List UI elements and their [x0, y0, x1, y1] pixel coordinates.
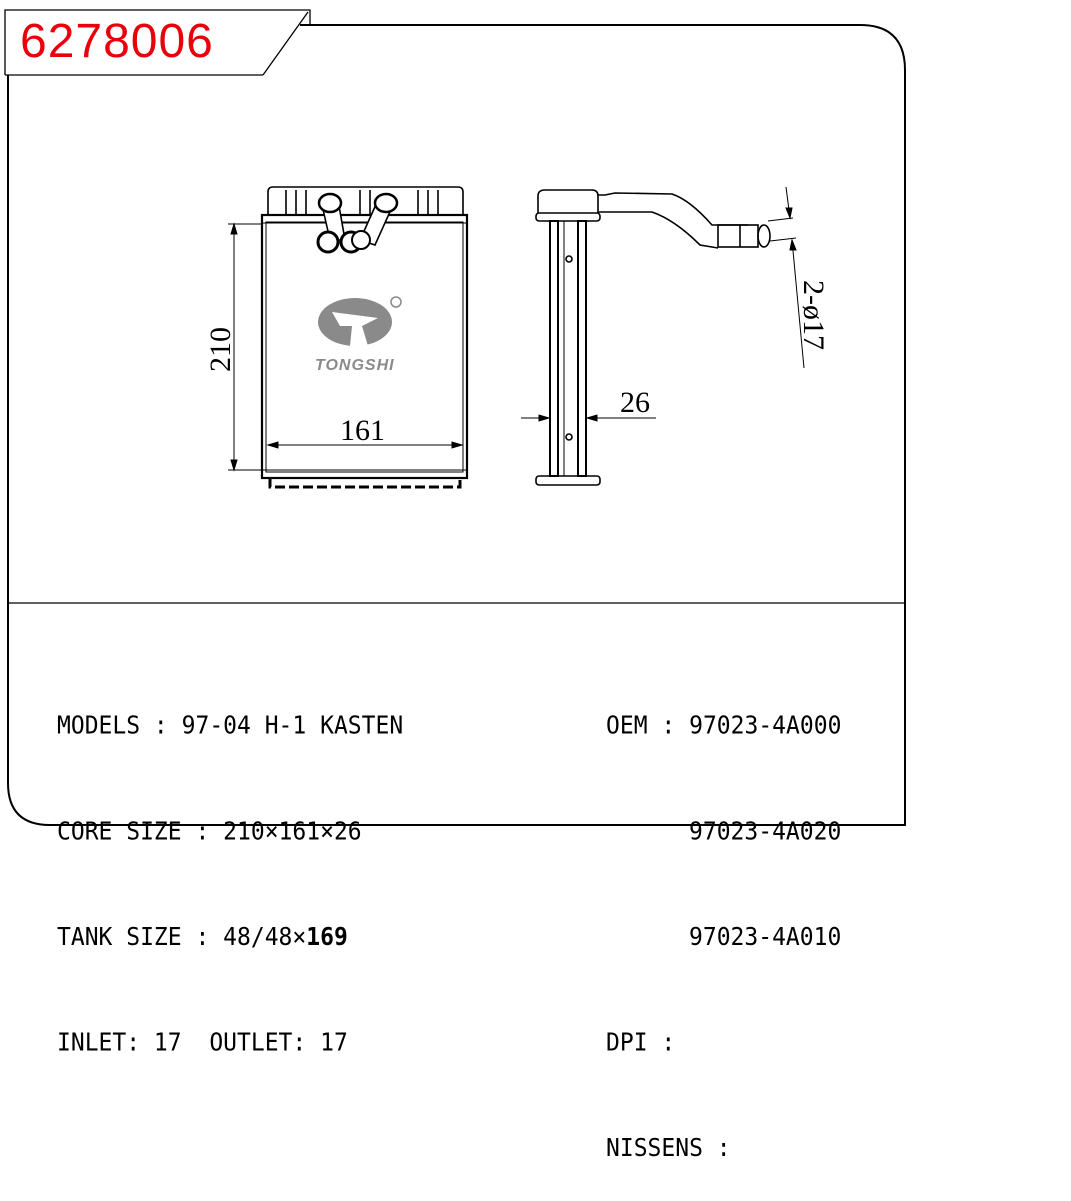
dimension-width-label: 161	[340, 414, 385, 447]
part-number: 6278006	[20, 15, 214, 68]
front-view	[260, 186, 469, 489]
tank-size-value: 48/48×	[223, 922, 307, 952]
dimension-depth-label: 26	[620, 386, 650, 419]
oem-number: 97023-4A010	[689, 922, 842, 952]
inlet-outlet-row: INLET: 17 OUTLET: 17	[57, 1028, 348, 1058]
specs-block: MODELS : 97-04 H-1 KASTEN CORE SIZE : 21…	[57, 638, 403, 1096]
drawing-frame: 210 161 26 2-ø17	[4, 9, 906, 826]
nissens-row: NISSENS :	[606, 1134, 731, 1163]
dimension-depth	[521, 414, 656, 422]
dimension-height	[228, 222, 262, 472]
core-size-value: 210×161×26	[223, 817, 362, 846]
models-row: MODELS : 97-04 H-1 KASTEN	[57, 708, 403, 743]
title-box	[4, 9, 311, 76]
oem-number: 97023-4A000	[689, 711, 842, 741]
core-size-label: CORE SIZE :	[57, 817, 224, 846]
brand-name: TONGSHI	[315, 357, 395, 374]
models-value: 97-04 H-1 KASTEN	[181, 711, 404, 741]
core-size-row: CORE SIZE : 210×161×26	[57, 814, 403, 849]
references-block: OEM : 97023-4A000 97023-4A020 97023-4A01…	[606, 638, 841, 1201]
tongshi-logo	[318, 296, 402, 346]
oem-number: 97023-4A020	[689, 817, 842, 846]
tank-size-row: TANK SIZE : 48/48×169	[57, 920, 403, 955]
tank-size-label: TANK SIZE :	[57, 922, 224, 952]
oem-label: OEM :	[606, 711, 690, 741]
dimension-height-label: 210	[204, 327, 237, 372]
models-label: MODELS :	[57, 711, 182, 741]
dimension-pipe-label: 2-ø17	[797, 280, 830, 350]
dimension-pipe	[767, 186, 805, 369]
dimension-width	[266, 441, 464, 449]
dpi-row: DPI :	[606, 1028, 676, 1058]
oem-row: OEM : 97023-4A000	[606, 708, 841, 743]
sheet-border	[7, 24, 906, 826]
side-view	[535, 189, 771, 486]
tank-size-length: 169	[306, 922, 348, 952]
